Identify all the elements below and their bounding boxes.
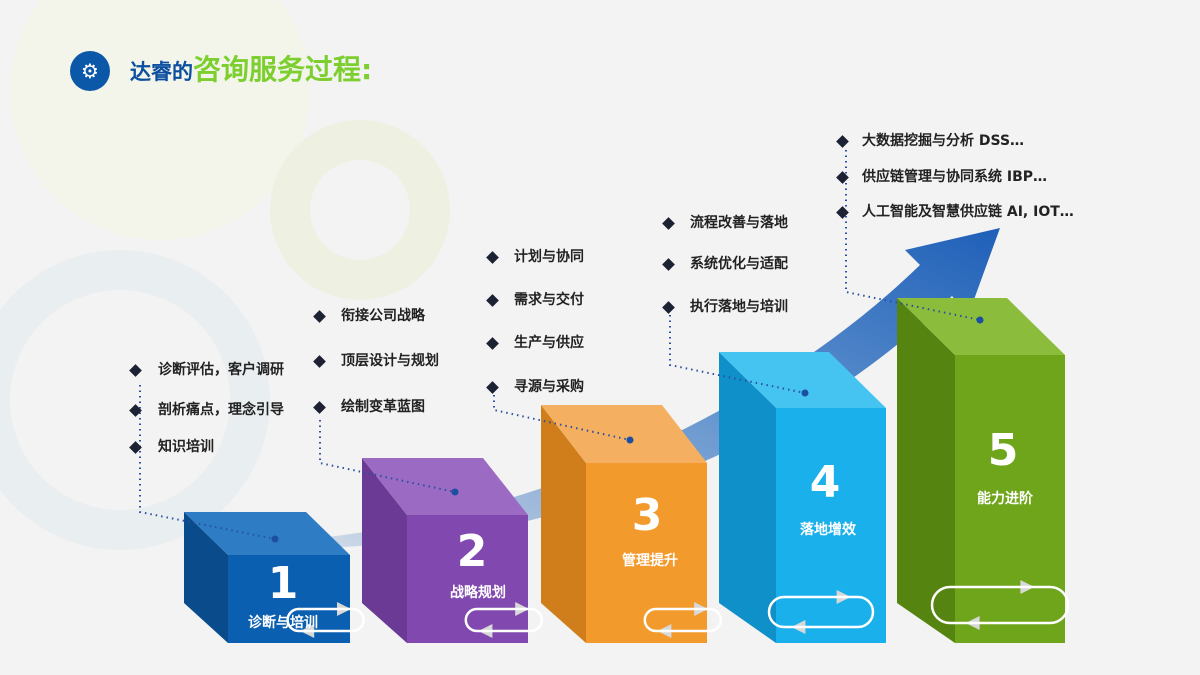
box-side-1 (184, 512, 228, 643)
step-item: 知识培训 (158, 439, 214, 455)
step-item: 执行落地与培训 (690, 299, 788, 315)
cycle-arrows-icon (464, 607, 544, 633)
cycle-arrows-icon (286, 607, 365, 633)
step-item: 流程改善与落地 (690, 215, 788, 231)
step-label: 管理提升 (622, 553, 678, 569)
page-title: 达睿的 咨询服务过程: (130, 53, 373, 86)
box-top-3 (541, 405, 707, 463)
step-item: 计划与协同 (514, 249, 584, 265)
step-number: 1 (267, 558, 299, 609)
box-front-5 (955, 355, 1065, 643)
step-item: 诊断评估，客户调研 (158, 362, 284, 378)
bg-circle (0, 250, 270, 550)
step-label: 能力进阶 (977, 491, 1033, 507)
step-number: 3 (631, 490, 663, 541)
box-front-2 (407, 515, 528, 643)
cycle-arrows-icon (767, 595, 875, 629)
cycle-arrows-icon (930, 585, 1070, 625)
bg-circle (10, 0, 310, 240)
box-front-1 (228, 555, 350, 643)
step-number: 4 (809, 457, 841, 508)
step-item: 供应链管理与协同系统 IBP… (862, 169, 1048, 185)
box-top-1 (184, 512, 350, 555)
step-item: 衔接公司战略 (341, 308, 425, 324)
box-side-2 (362, 458, 407, 643)
step-item: 系统优化与适配 (690, 256, 788, 272)
step-number: 2 (456, 526, 488, 577)
step-item: 顶层设计与规划 (341, 353, 439, 369)
step-item: 需求与交付 (514, 292, 584, 308)
cycle-arrows-icon (643, 607, 723, 633)
box-side-4 (719, 352, 776, 643)
step-label: 战略规划 (450, 585, 506, 601)
connectors (139, 150, 981, 540)
box-top-2 (362, 458, 528, 515)
step-label: 落地增效 (800, 522, 856, 538)
step-item: 生产与供应 (514, 335, 584, 351)
step-item: 寻源与采购 (514, 379, 584, 395)
growth-arrow (300, 228, 1000, 548)
box-top-4 (719, 352, 886, 408)
step-number: 5 (987, 425, 1019, 476)
step-item: 大数据挖掘与分析 DSS… (862, 133, 1025, 149)
step-item: 人工智能及智慧供应链 AI, IOT… (862, 204, 1074, 220)
gears-icon: ⚙ (70, 51, 110, 91)
step-label: 诊断与培训 (248, 615, 318, 631)
box-front-4 (776, 408, 886, 643)
box-side-3 (541, 405, 586, 643)
bg-circle (270, 120, 450, 300)
box-front-3 (586, 463, 707, 643)
box-side-5 (897, 298, 955, 643)
step-item: 绘制变革蓝图 (341, 399, 425, 415)
step-item: 剖析痛点，理念引导 (158, 402, 284, 418)
